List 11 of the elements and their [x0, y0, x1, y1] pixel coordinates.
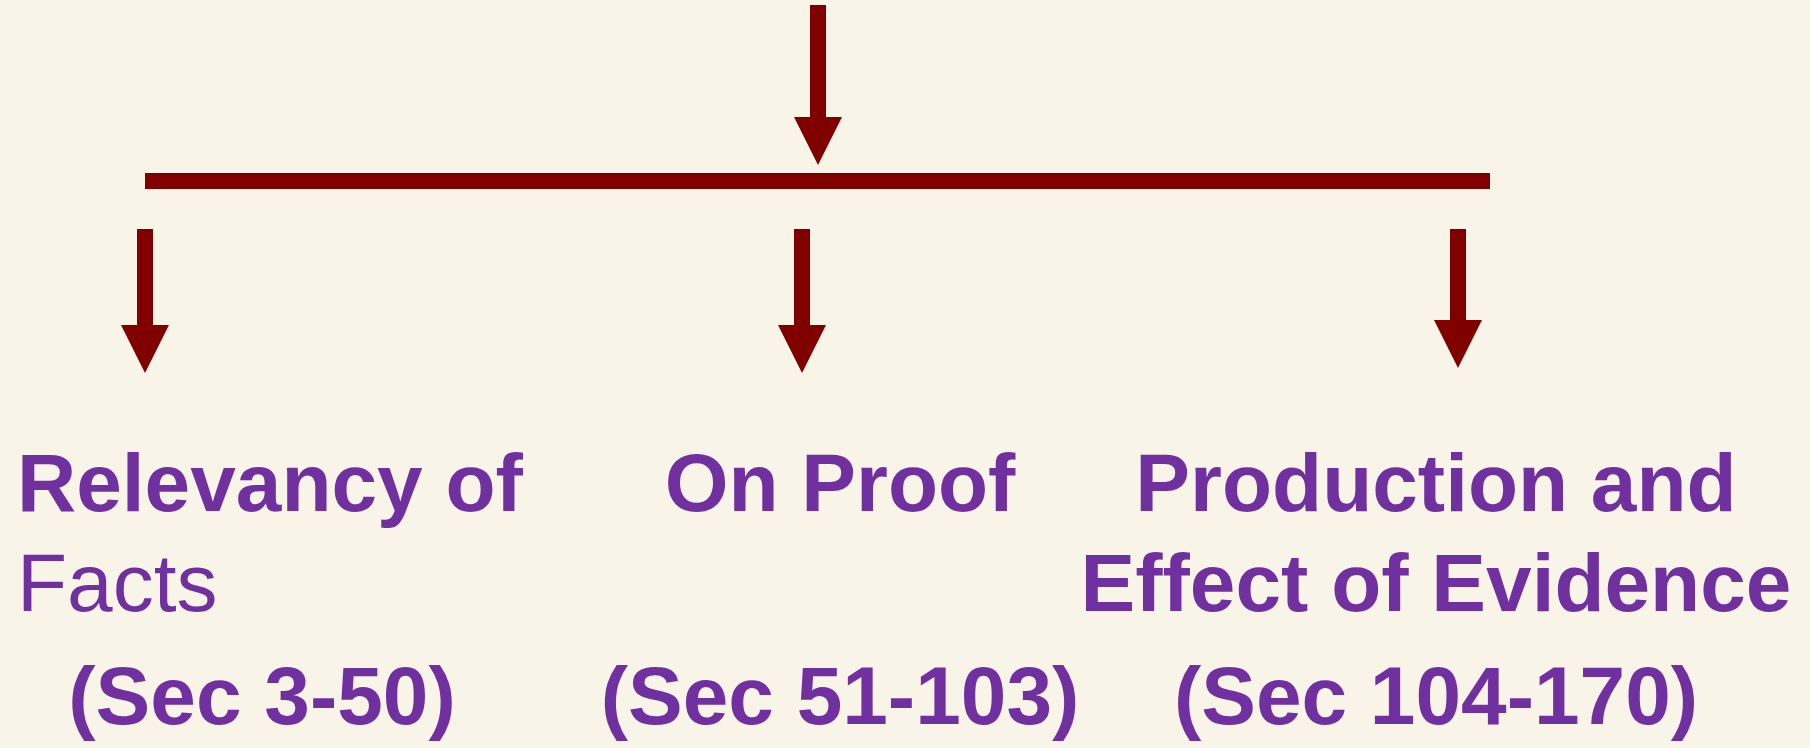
arrow — [794, 5, 842, 165]
heading-text: Relevancy of Facts — [17, 436, 524, 630]
section-range: (Sec 51-103) — [599, 649, 1081, 743]
arrow — [121, 229, 169, 373]
heading-text: On Proof — [663, 436, 1017, 530]
arrow — [778, 229, 826, 373]
horizontal-bar — [145, 173, 1490, 189]
section-range: (Sec 3-50) — [67, 649, 457, 743]
heading-text: Production and Effect of Evidence — [1079, 436, 1793, 630]
arrow — [1434, 229, 1482, 368]
section-range: (Sec 104-170) — [1172, 649, 1700, 743]
